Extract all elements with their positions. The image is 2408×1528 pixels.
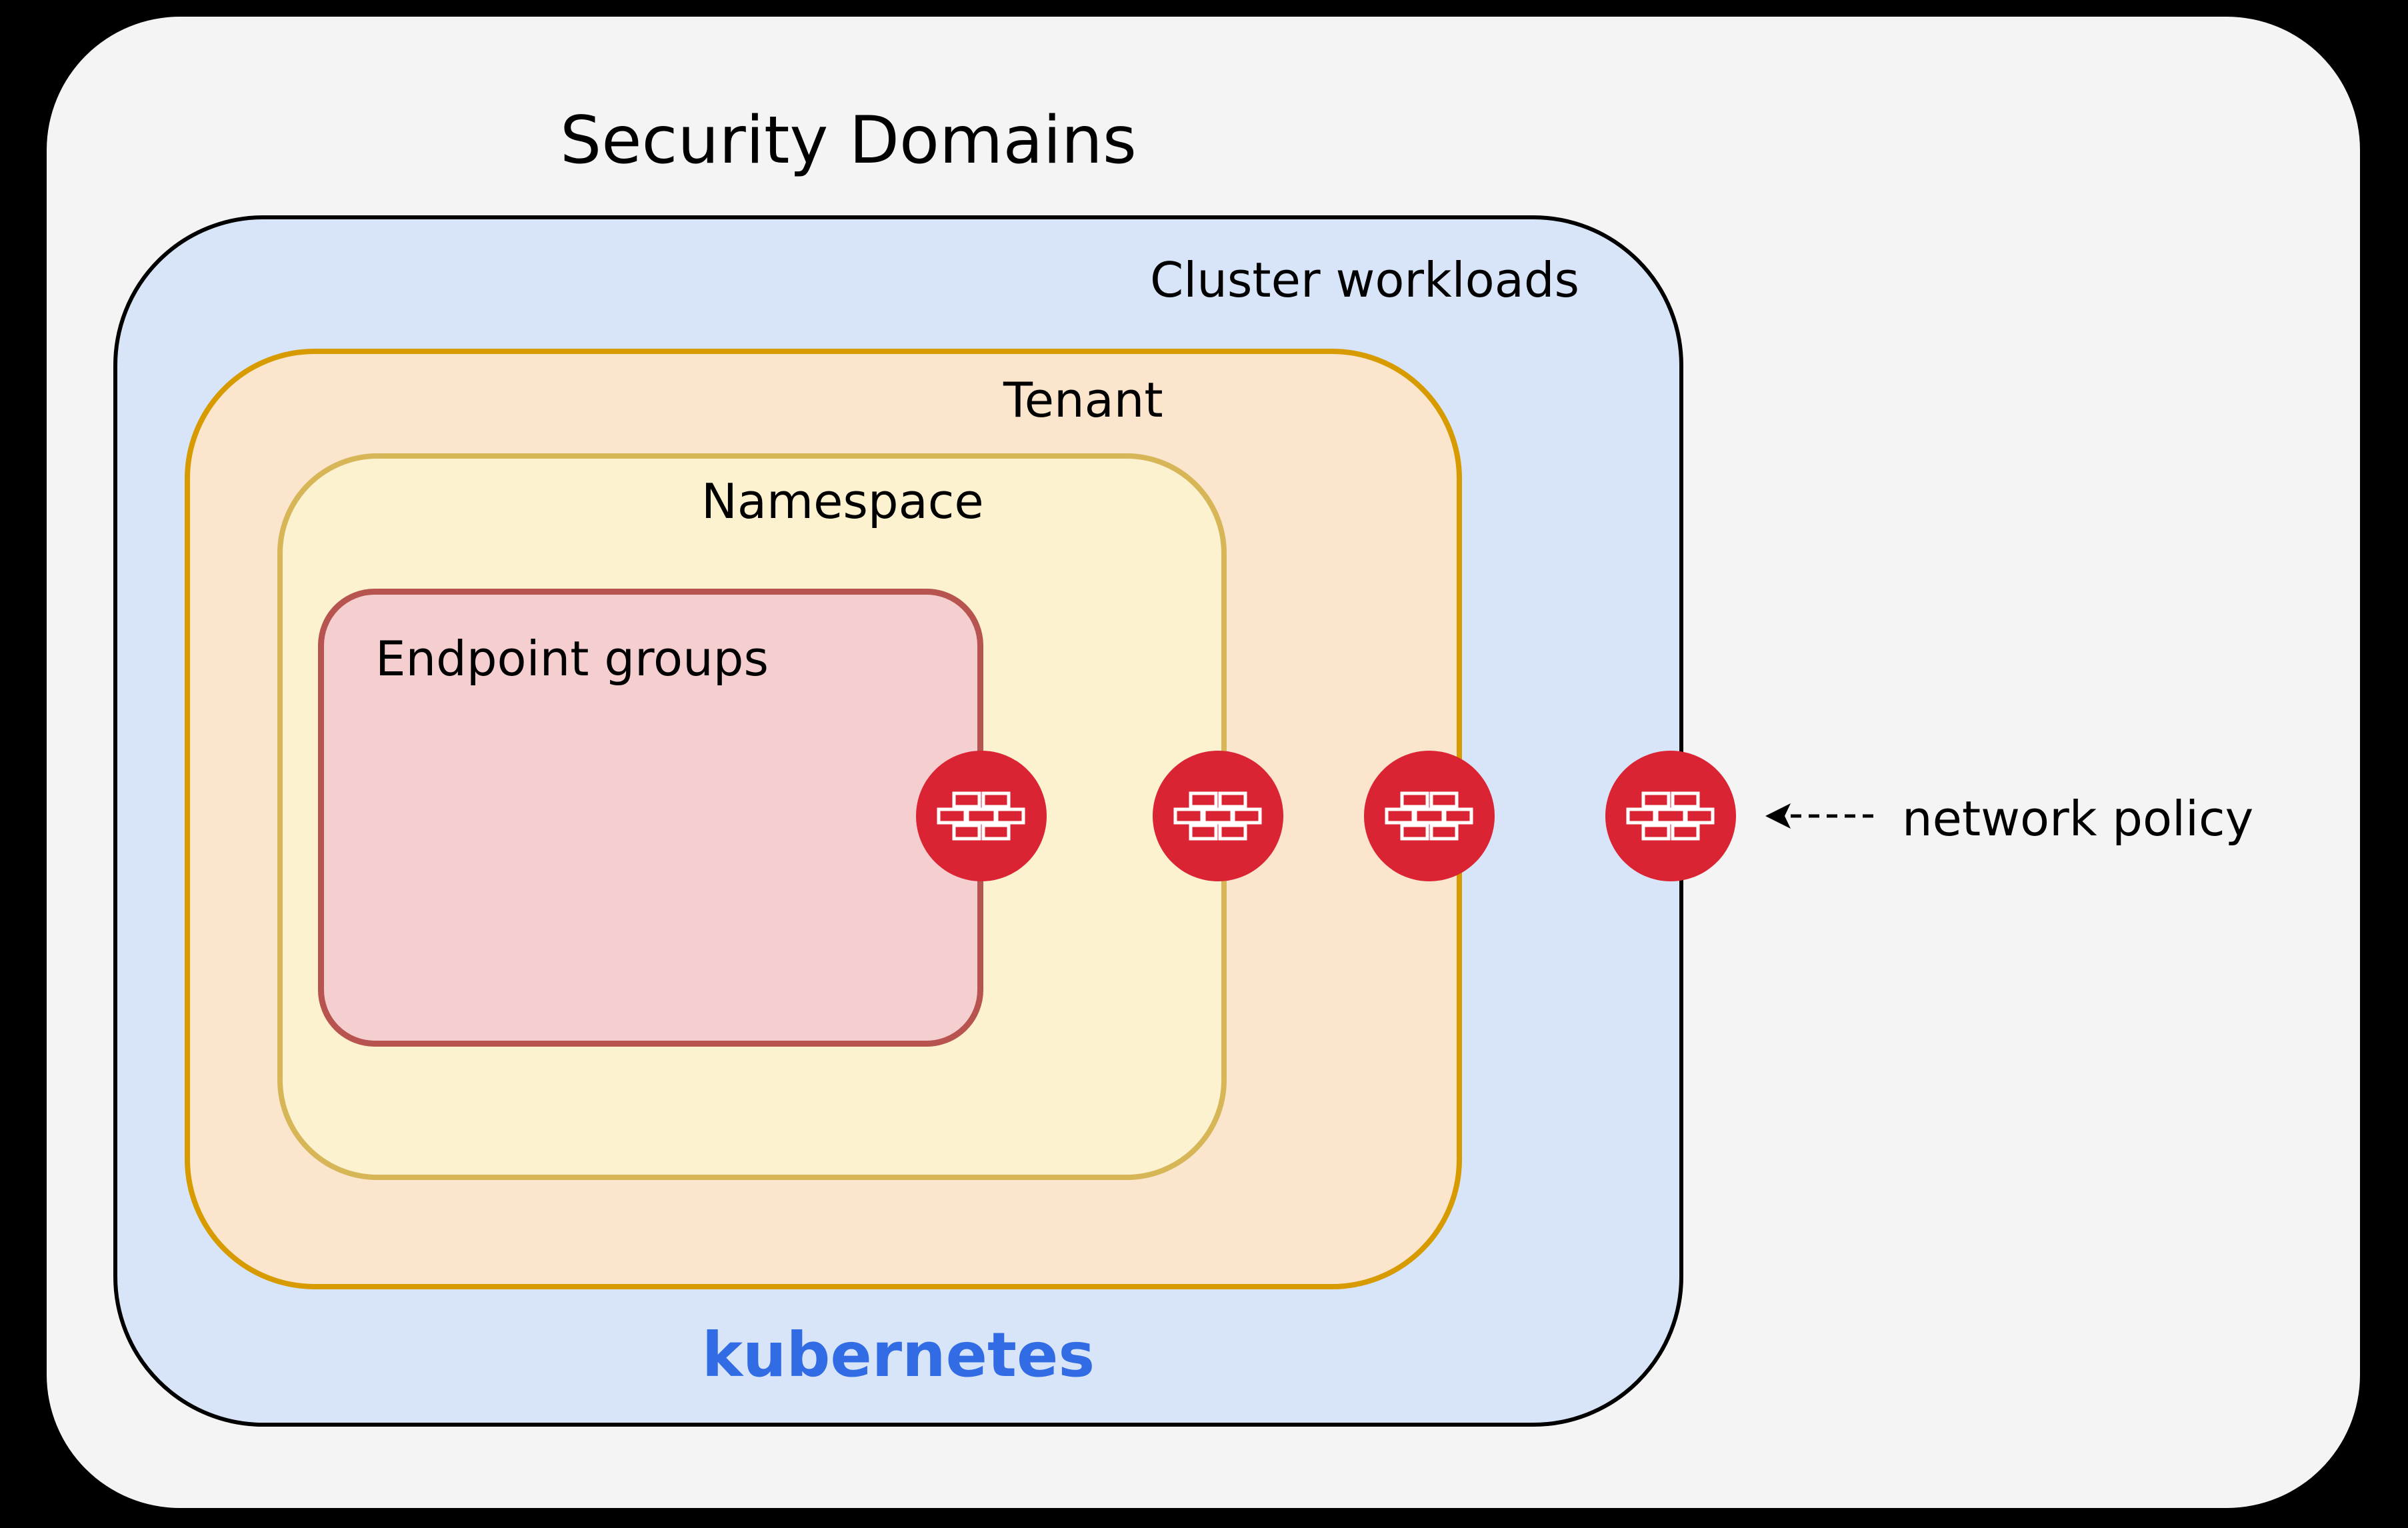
domain-label-cluster-workloads: Cluster workloads — [1150, 252, 1580, 308]
firewall-bricks-icon — [916, 751, 1047, 881]
firewall-bricks-icon — [1605, 751, 1736, 881]
domain-label-endpoint-groups: Endpoint groups — [375, 631, 769, 687]
domain-label-namespace: Namespace — [701, 473, 984, 529]
network-policy-enforcement-point-endpoint — [916, 751, 1047, 881]
firewall-bricks-icon — [1153, 751, 1283, 881]
dashed-arrow-left-icon — [1765, 803, 1873, 829]
domain-box-namespace: Namespace Endpoint groups — [277, 453, 1227, 1180]
network-policy-label: network policy — [1902, 791, 2254, 847]
domain-box-endpoint-groups: Endpoint groups — [318, 589, 983, 1047]
domain-box-tenant: Tenant Namespace Endpoint groups — [185, 349, 1462, 1289]
network-policy-enforcement-point-tenant — [1364, 751, 1495, 881]
network-policy-enforcement-point-cluster — [1605, 751, 1736, 881]
network-policy-pointer — [1761, 800, 1881, 832]
kubernetes-wordmark: kubernetes — [701, 1319, 1095, 1391]
firewall-bricks-icon — [1364, 751, 1495, 881]
network-policy-enforcement-point-namespace — [1153, 751, 1283, 881]
page-title: Security Domains — [560, 103, 1137, 179]
domain-label-tenant: Tenant — [1003, 372, 1163, 428]
